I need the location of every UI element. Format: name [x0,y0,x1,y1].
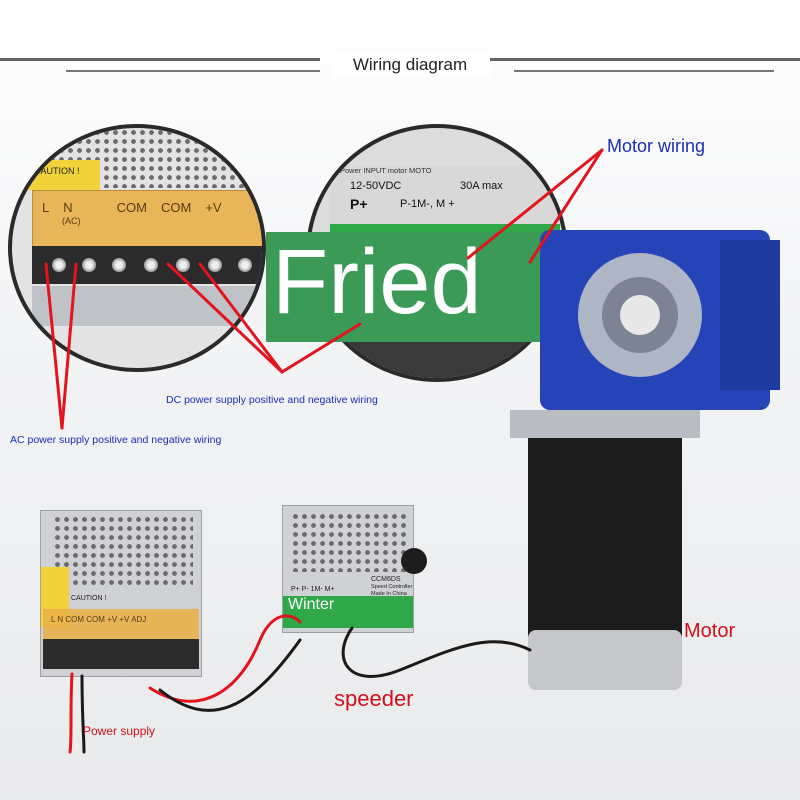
wire-black-controller-motor [341,626,532,678]
p-plus-label: P+ [350,196,368,212]
current-label: 30A max [460,180,503,192]
terminal-label-com2: COM [160,200,192,215]
speed-controller: CCM6DS Speed Controller Made In China P+… [282,505,427,633]
pointer-line-ac-2 [60,262,78,430]
vent-holes [291,512,409,572]
controller-subtitle: Speed Controller [371,584,413,590]
gear-motor [510,230,780,690]
voltage-label: 12-50VDC [350,180,402,192]
watermark-green-box [266,232,576,342]
controller-terms: P+ P- 1M- M+ [291,586,335,593]
terminal-screw [112,258,126,272]
power-supply-unit: CAUTION ! L N COM COM +V +V ADJ [40,510,202,677]
controller-green-terminals [283,596,413,628]
pointer-line-dc-3 [280,322,362,374]
header-rule-right-bottom [514,70,774,72]
terminal-screw [144,258,158,272]
watermark-text: Fried [272,231,482,333]
motor-mount-plate [510,410,700,438]
terminal-label-l: L [42,200,50,215]
controller-knob [401,548,427,574]
label-motor: Motor [684,620,736,642]
psu-caution-text: CAUTION ! [71,595,107,602]
pointer-line-dc-2 [198,262,284,374]
terminal-label-n: N [63,200,73,215]
label-power-supply: Power supply [83,724,156,738]
label-speeder: speeder [334,686,414,711]
psu-terminal-callout: CAUTION ! L N COM COM +V (AC) [8,124,266,372]
controller-header-small: Power INPUT motor MOTO [340,166,432,175]
header-rule-right-top [490,58,800,61]
terminal-screw [176,258,190,272]
terminal-label-com1: COM [116,200,147,215]
gearbox-side [720,240,780,390]
label-ac-wiring: AC power supply positive and negative wi… [10,434,222,446]
motor-body [528,438,682,638]
pointer-line-motor-2 [528,148,604,264]
controller-model: CCM6DS [371,576,401,583]
wire-red-psu-down [68,672,74,754]
caution-text: CAUTION ! [34,166,80,176]
header-rule-left-bottom [66,70,320,72]
output-bore [620,295,660,335]
ac-label: (AC) [62,216,81,226]
terminal-label-v: +V [205,200,222,215]
psu-terminal-labels: L N COM COM +V +V ADJ [51,615,147,624]
terminal-label-row: L N COM COM +V [42,200,262,215]
wire-black-psu-controller [158,638,302,712]
caution-sticker [20,160,100,190]
terminal-screw [208,258,222,272]
wire-red-psu-controller [148,614,302,703]
psu-terminal-cover [43,609,199,639]
wire-black-psu-down [80,674,86,754]
vent-holes [53,515,193,585]
pointer-line-motor-1 [466,148,604,260]
label-motor-wiring: Motor wiring [607,136,706,156]
terminal-screw [52,258,66,272]
terminal-screw [238,258,252,272]
header-rule-left-top [0,58,320,61]
motor-terminal-label: P-1M-, M + [400,198,455,210]
terminal-screw [82,258,96,272]
page-title: Wiring diagram [330,52,490,78]
pointer-line-dc-1 [166,262,284,374]
label-dc-wiring: DC power supply positive and negative wi… [166,394,378,406]
controller-made-in: Made In China [371,591,407,597]
pointer-line-ac-1 [44,262,64,430]
psu-terminal-block [43,639,199,669]
label-winter: Winter [288,596,335,613]
motor-endcap [528,630,682,690]
